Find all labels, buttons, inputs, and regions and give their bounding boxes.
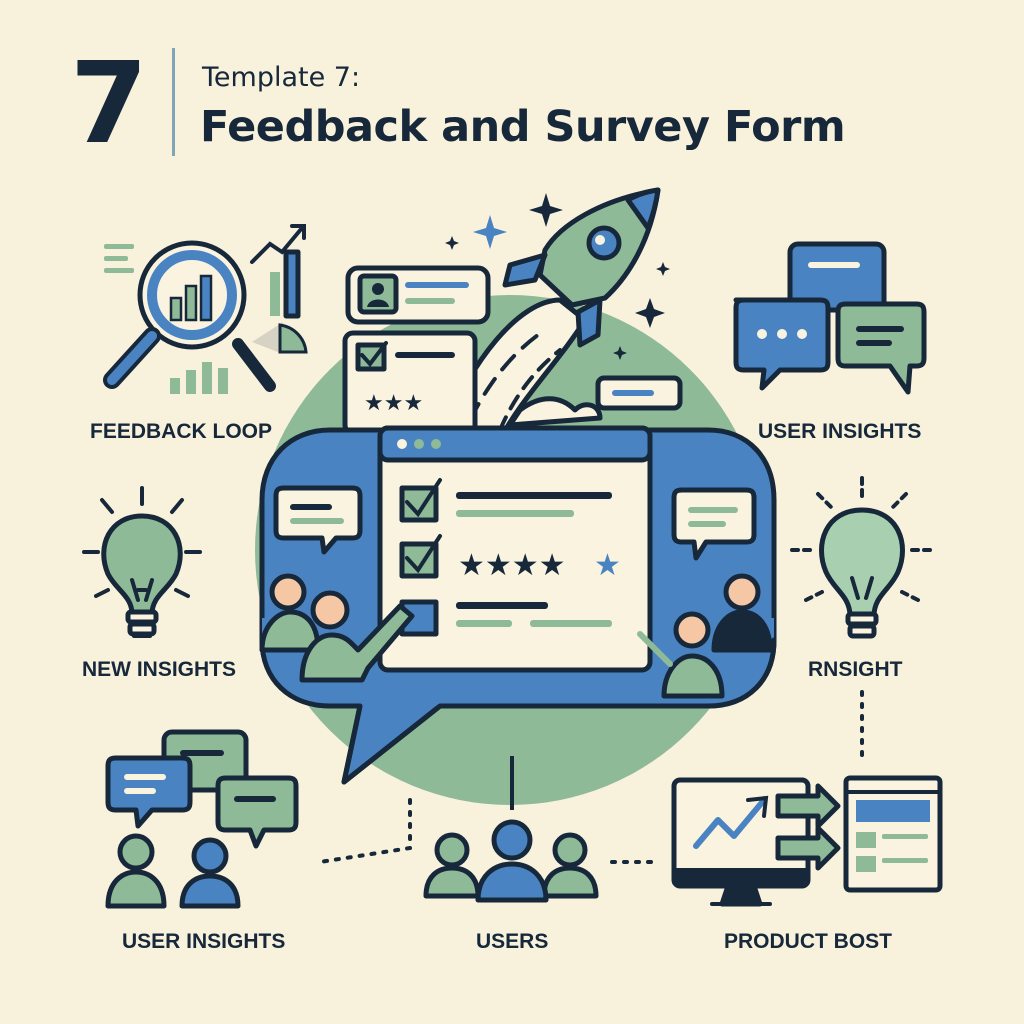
monitor-growth-icon	[671, 777, 811, 907]
svg-text:★: ★	[594, 548, 621, 583]
label-product-bost: PRODUCT BOST	[724, 930, 892, 953]
sparkle-icons	[445, 193, 670, 360]
people-right	[637, 573, 773, 699]
dashboard-icon	[843, 775, 943, 893]
label-feedback-loop: FEEDBACK LOOP	[90, 420, 273, 443]
magnifier-chart-icon	[103, 224, 308, 394]
label-user-insights-bottom: USER INSIGHTS	[122, 930, 286, 953]
label-rnsight: RNSIGHT	[808, 658, 903, 681]
people-left	[259, 573, 415, 683]
profile-card	[345, 265, 491, 325]
arrows-icon	[775, 783, 841, 871]
header-divider	[172, 48, 175, 156]
svg-text:★★★: ★★★	[364, 391, 423, 416]
people-icon	[318, 756, 658, 903]
chat-bubble-right	[671, 487, 757, 561]
lightbulb-icon-right	[790, 476, 934, 758]
chat-bubbles-icon	[733, 241, 927, 395]
survey-card-back: ★★★	[342, 330, 478, 436]
svg-text:★★★★: ★★★★	[458, 548, 566, 583]
template-subtitle: Template 7:	[202, 62, 361, 93]
page-title: Feedback and Survey Form	[200, 102, 846, 152]
label-new-insights: NEW INSIGHTS	[82, 658, 237, 681]
template-number: 7	[70, 39, 148, 169]
label-users: USERS	[476, 930, 549, 953]
chat-and-people-icon	[105, 729, 299, 909]
chat-bubble-left	[273, 485, 363, 555]
survey-form-icon: ★★★★ ★	[377, 425, 653, 673]
lightbulb-icon-left	[82, 486, 202, 638]
label-user-insights-top: USER INSIGHTS	[758, 420, 922, 443]
